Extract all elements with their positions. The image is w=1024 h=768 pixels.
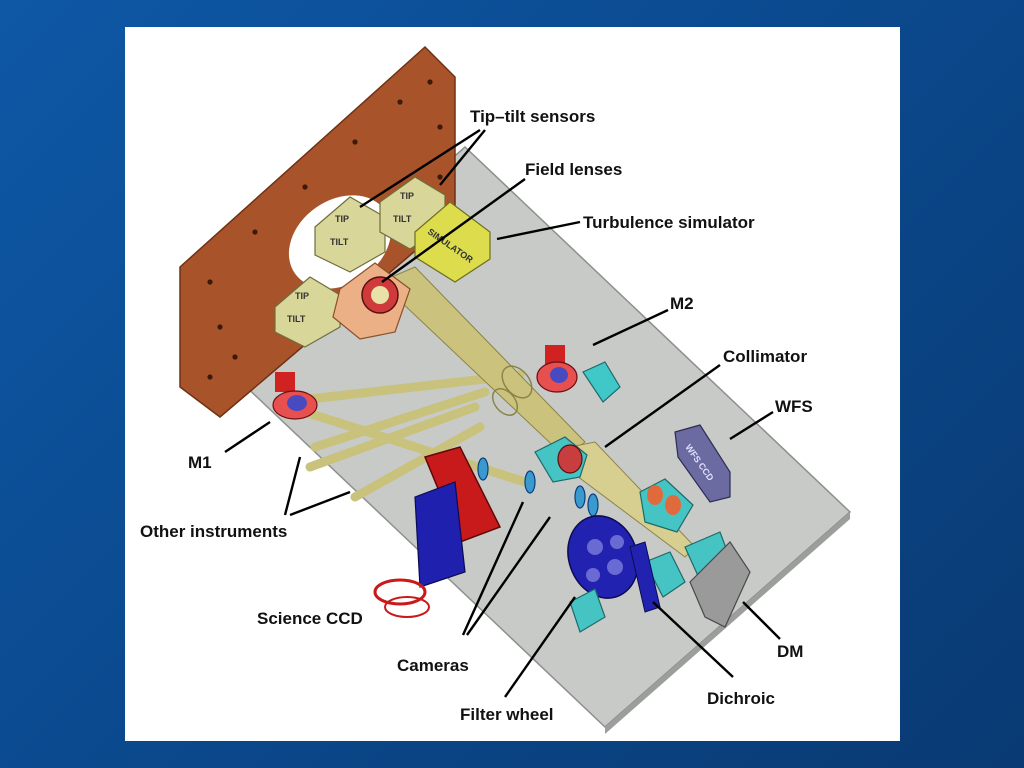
optical-bench-diagram: TIP TILT TIP TILT TIP TILT SIMULATOR	[140, 45, 852, 734]
tilt-text-3: TILT	[393, 214, 412, 224]
label-m1: M1	[188, 453, 212, 472]
wfs-optics	[639, 478, 694, 533]
small-camera	[569, 588, 606, 633]
leader-turbulence	[496, 220, 581, 241]
leader-collimator	[604, 364, 721, 448]
label-filter-wheel: Filter wheel	[460, 705, 554, 724]
tilt-text-2: TILT	[330, 237, 349, 247]
beam-ring-2	[491, 388, 519, 416]
m2-mirror-mount	[536, 345, 621, 403]
tip-text-1: TIP	[295, 291, 309, 301]
tip-tilt-sensor-1: TIP TILT	[274, 276, 341, 348]
bench-edge	[605, 512, 850, 734]
label-dichroic: Dichroic	[707, 689, 775, 708]
main-beam	[379, 266, 586, 458]
slide-panel: TIP TILT TIP TILT TIP TILT SIMULATOR	[125, 27, 900, 741]
leader-m2	[592, 308, 669, 347]
leader-dm	[742, 601, 781, 640]
plate-bolt-holes	[207, 79, 443, 380]
label-dm: DM	[777, 642, 803, 661]
leader-tip-tilt-b	[439, 129, 486, 186]
label-cameras: Cameras	[397, 656, 469, 675]
label-science-ccd: Science CCD	[257, 609, 363, 628]
leader-other-instr-b	[289, 490, 351, 517]
science-ccd-camera	[373, 446, 502, 618]
camera-lenses	[477, 457, 599, 517]
leader-cameras-a	[461, 501, 525, 636]
leader-filter-wheel	[504, 596, 576, 698]
tip-text-3: TIP	[400, 191, 414, 201]
leader-field-lenses	[381, 178, 526, 283]
label-turbulence-simulator: Turbulence simulator	[583, 213, 755, 232]
label-other-instruments: Other instruments	[140, 522, 287, 541]
tip-text-2: TIP	[335, 214, 349, 224]
leader-lines	[224, 128, 781, 698]
label-m2: M2	[670, 294, 694, 313]
beam-ring-1	[501, 365, 533, 399]
deformable-mirror	[684, 531, 751, 628]
leader-dichroic	[652, 601, 734, 678]
field-lens-mount	[332, 262, 411, 340]
collimator-mount	[534, 436, 588, 483]
label-wfs: WFS	[775, 397, 813, 416]
leader-wfs	[729, 410, 774, 441]
leader-m1	[224, 421, 271, 453]
label-tip-tilt-sensors: Tip–tilt sensors	[470, 107, 595, 126]
tip-tilt-sensor-2: TIP TILT	[314, 196, 386, 273]
label-field-lenses: Field lenses	[525, 160, 622, 179]
tilt-text-1: TILT	[287, 314, 306, 324]
label-collimator: Collimator	[723, 347, 807, 366]
leader-tip-tilt-a	[359, 128, 481, 209]
leader-cameras-b	[466, 516, 551, 636]
leader-other-instr-a	[283, 456, 302, 516]
m1-mirror-mount	[272, 372, 318, 420]
